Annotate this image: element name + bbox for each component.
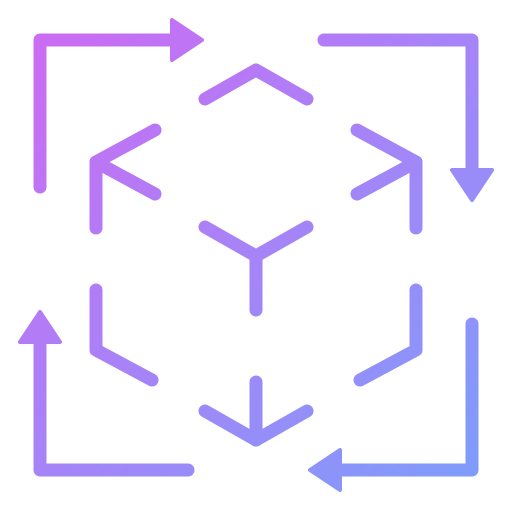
cube-top-chevron-icon bbox=[198, 63, 314, 106]
rotate-arrow-bottom-left-icon bbox=[18, 310, 195, 477]
cube-lower-left-corner-icon bbox=[89, 283, 159, 387]
cube-upper-right-chevron-icon bbox=[350, 123, 423, 235]
rotate-arrow-bottom-right-icon bbox=[308, 317, 479, 492]
rotate-arrow-top-left-icon bbox=[33, 18, 204, 194]
cube-center-vertex-icon bbox=[198, 220, 314, 317]
cube-lower-right-corner-icon bbox=[353, 283, 423, 387]
rotate-arrow-top-right-icon bbox=[317, 33, 494, 202]
cube-bottom-arrow-icon bbox=[198, 375, 314, 447]
cube-upper-left-chevron-icon bbox=[89, 123, 162, 235]
